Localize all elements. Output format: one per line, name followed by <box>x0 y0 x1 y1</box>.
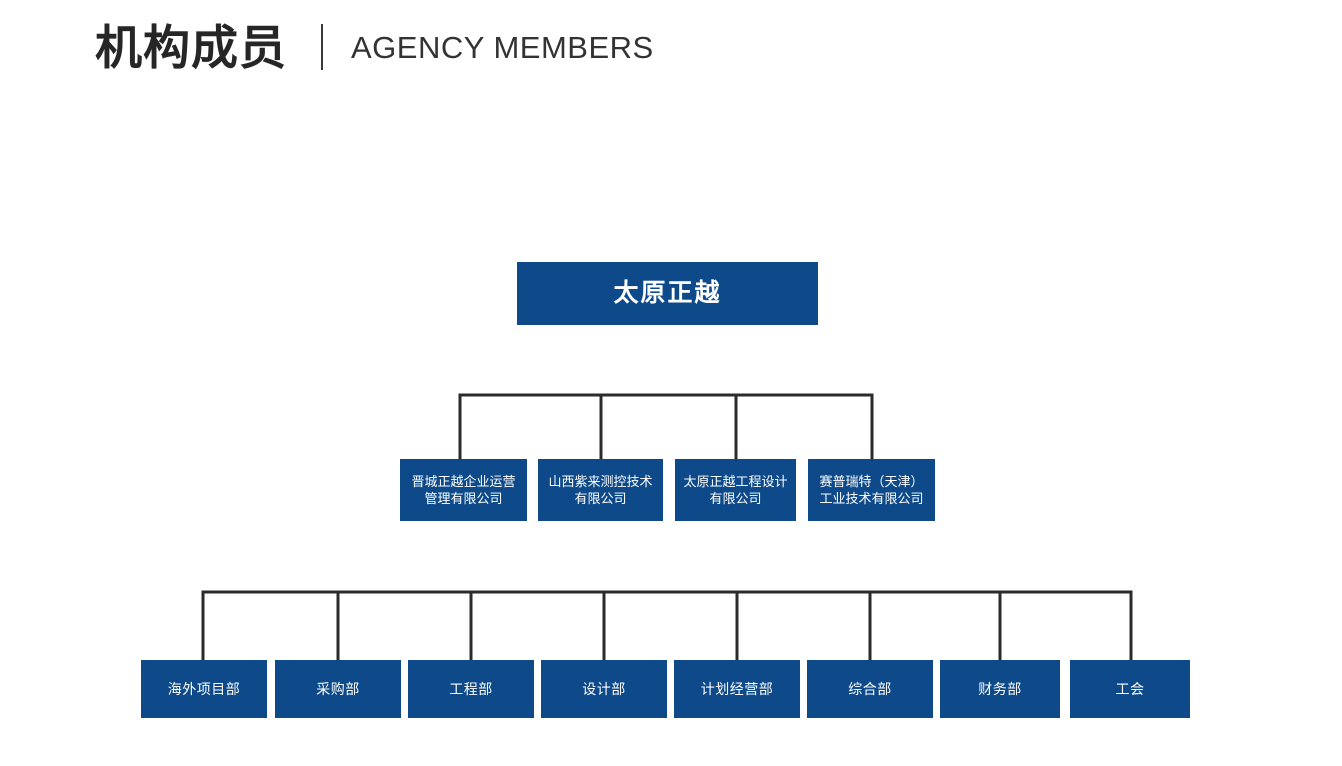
node-label: 赛普瑞特（天津）工业技术有限公司 <box>819 473 924 506</box>
org-node-department-2[interactable]: 采购部 <box>275 660 401 718</box>
org-node-subsidiary-1[interactable]: 晋城正越企业运营管理有限公司 <box>400 459 527 521</box>
title-divider <box>321 24 323 70</box>
node-label: 晋城正越企业运营管理有限公司 <box>411 473 516 506</box>
page-title-chinese: 机构成员 <box>95 20 287 74</box>
page-title-english: AGENCY MEMBERS <box>351 29 654 65</box>
node-label: 计划经营部 <box>700 680 774 697</box>
org-node-department-6[interactable]: 综合部 <box>807 660 933 718</box>
org-node-department-5[interactable]: 计划经营部 <box>674 660 800 718</box>
node-label: 海外项目部 <box>167 680 241 697</box>
node-label: 综合部 <box>848 680 892 697</box>
node-label: 太原正越工程设计有限公司 <box>683 473 788 506</box>
org-node-subsidiary-2[interactable]: 山西紫来测控技术有限公司 <box>538 459 663 521</box>
org-node-department-3[interactable]: 工程部 <box>408 660 534 718</box>
org-node-department-4[interactable]: 设计部 <box>541 660 667 718</box>
org-node-department-8[interactable]: 工会 <box>1070 660 1190 718</box>
node-label: 采购部 <box>316 680 360 697</box>
node-label: 财务部 <box>978 680 1022 697</box>
node-label: 设计部 <box>582 680 626 697</box>
node-label: 工会 <box>1115 680 1145 697</box>
org-node-subsidiary-3[interactable]: 太原正越工程设计有限公司 <box>675 459 796 521</box>
org-node-department-7[interactable]: 财务部 <box>940 660 1060 718</box>
node-label: 山西紫来测控技术有限公司 <box>548 473 653 506</box>
org-node-subsidiary-4[interactable]: 赛普瑞特（天津）工业技术有限公司 <box>808 459 935 521</box>
org-node-department-1[interactable]: 海外项目部 <box>141 660 267 718</box>
node-label: 太原正越 <box>613 279 722 307</box>
page-header: 机构成员 AGENCY MEMBERS <box>95 16 654 78</box>
node-label: 工程部 <box>449 680 493 697</box>
org-node-root[interactable]: 太原正越 <box>517 262 818 325</box>
